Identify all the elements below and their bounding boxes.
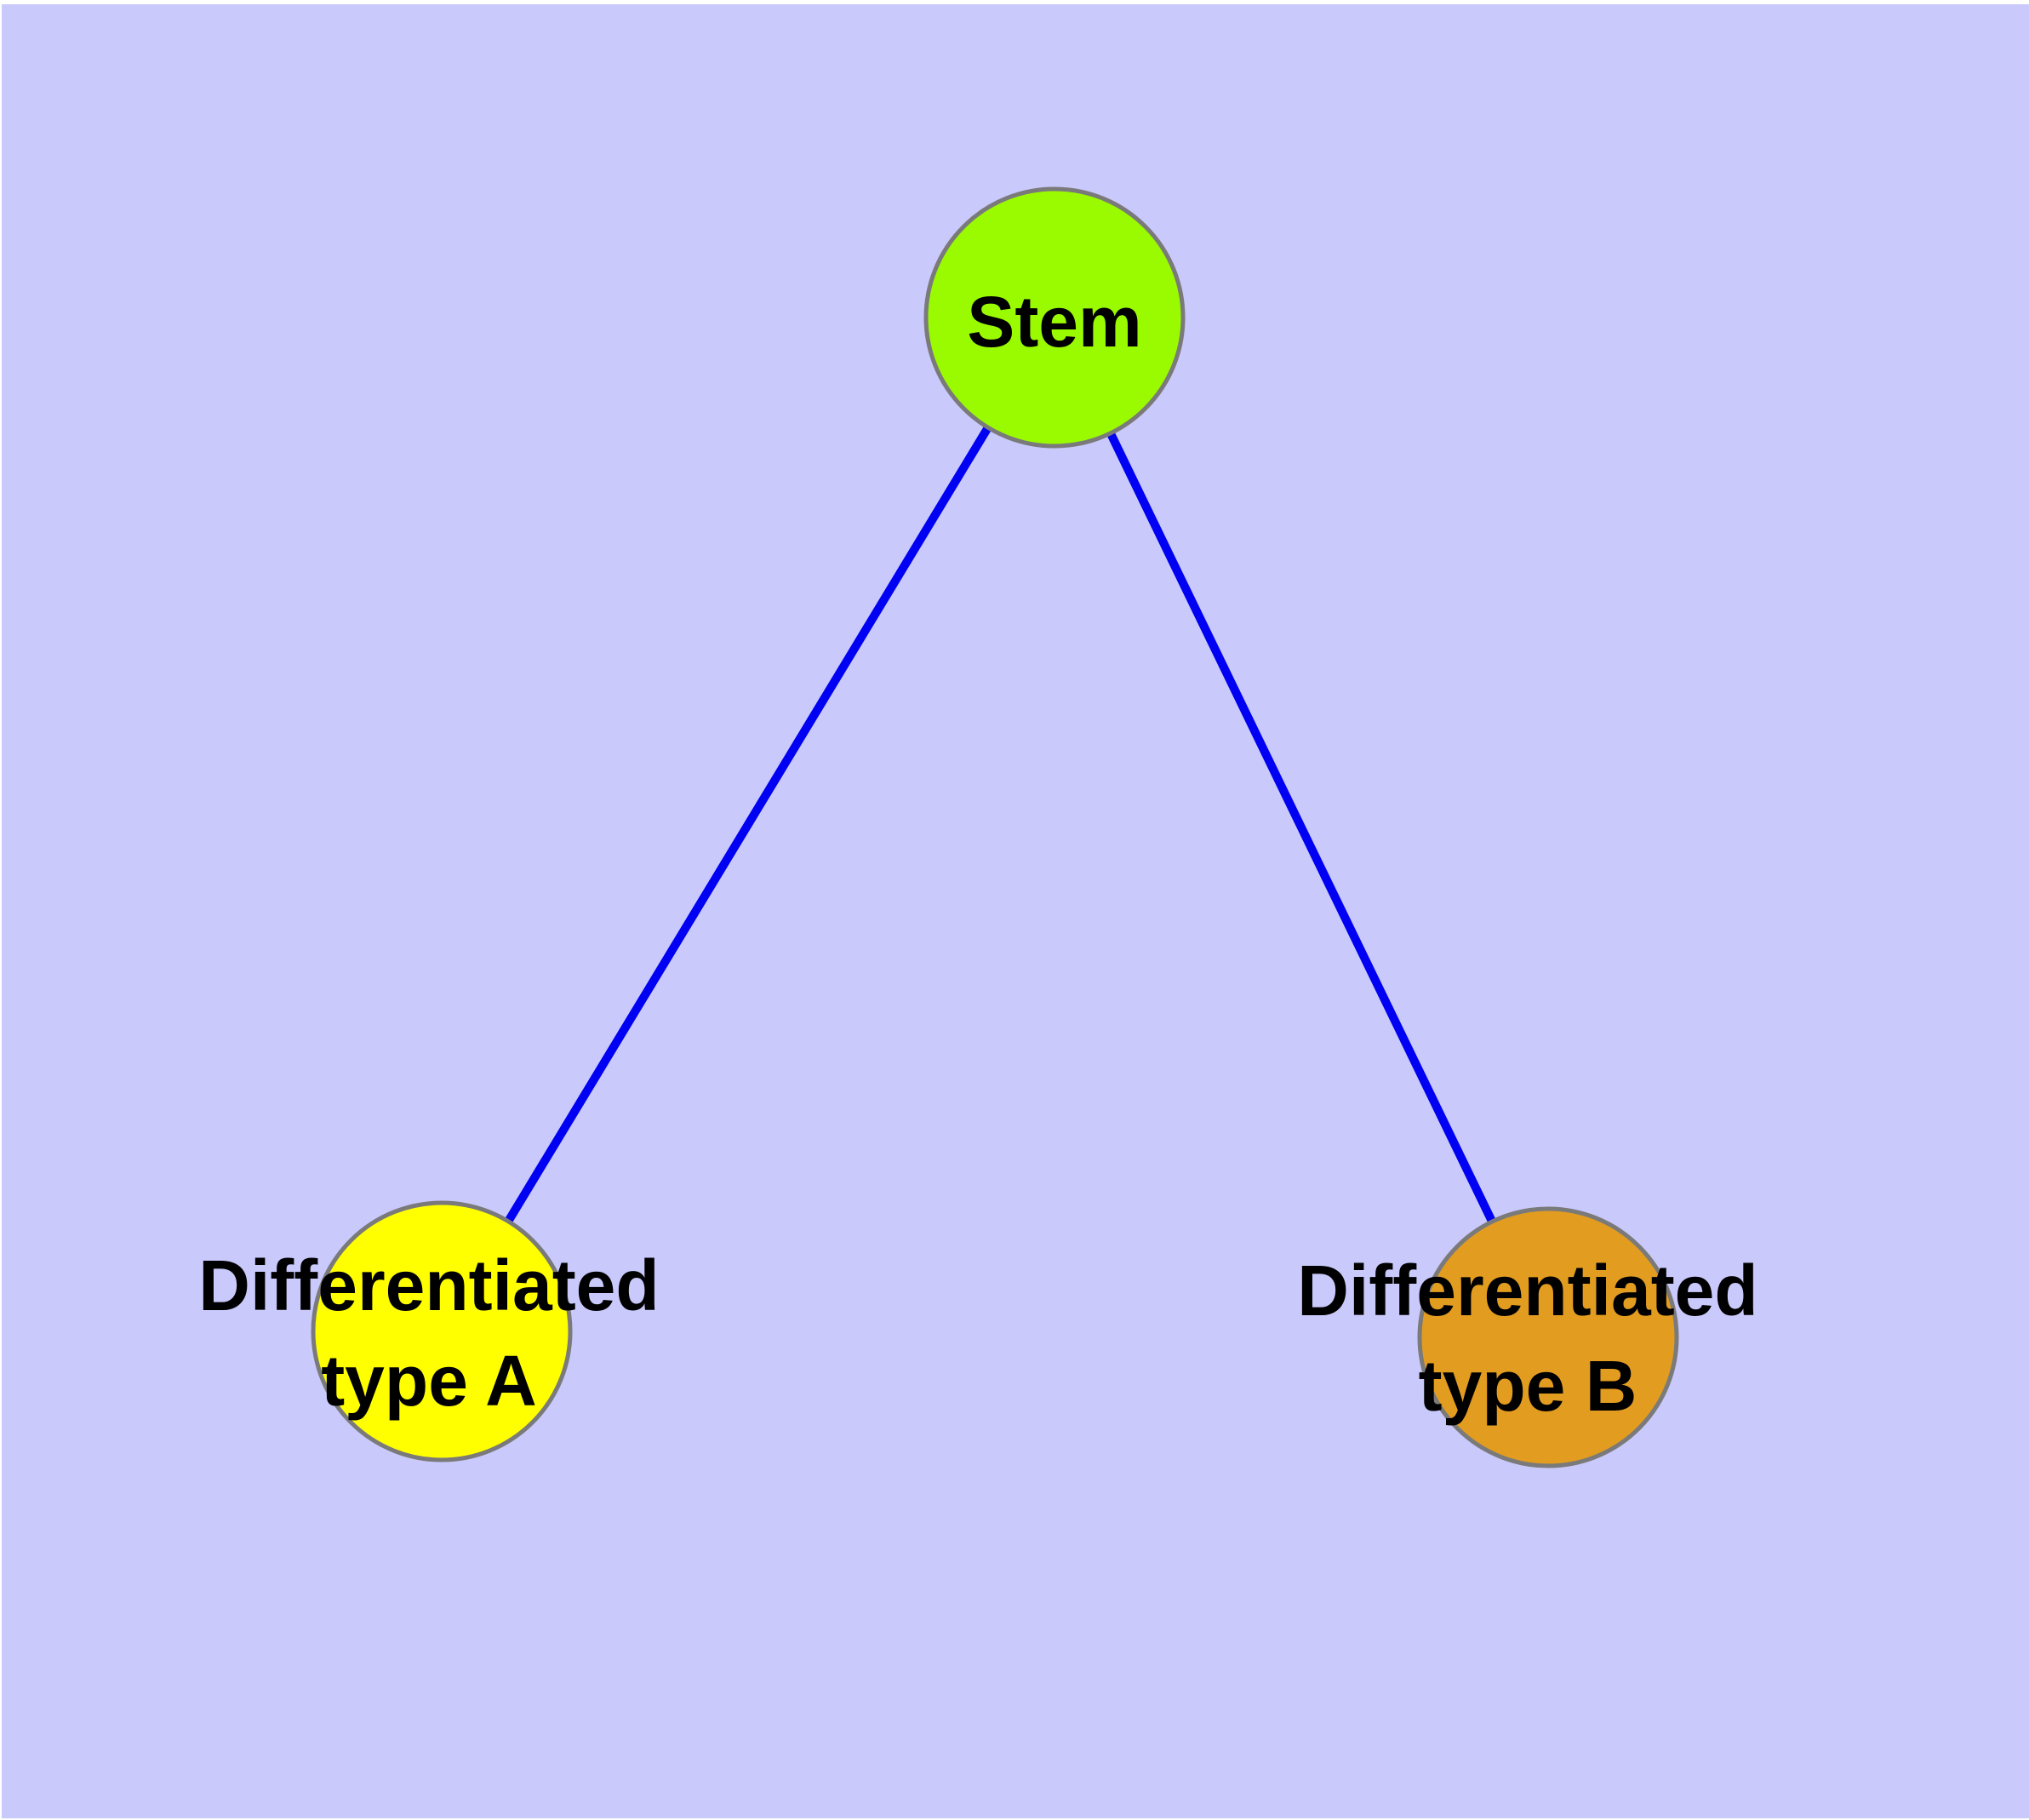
node-stem-label: Stem: [967, 282, 1142, 362]
node-stem-circle: [923, 186, 1186, 449]
node-type-a-label: Differentiated type A: [198, 1238, 659, 1428]
node-type-b-label-line1: Differentiated: [1297, 1251, 1758, 1331]
node-type-a-circle: [311, 1200, 573, 1462]
edge-stem-to-type-b: [1050, 315, 1552, 1340]
node-type-a-label-line2: type A: [321, 1341, 537, 1421]
node-type-b-label: Differentiated type B: [1297, 1243, 1758, 1434]
edge-stem-to-type-a: [437, 315, 1059, 1334]
node-type-a-label-line1: Differentiated: [198, 1245, 660, 1325]
node-type-b-circle: [1417, 1206, 1679, 1468]
node-type-b-label-line2: type B: [1418, 1346, 1637, 1426]
